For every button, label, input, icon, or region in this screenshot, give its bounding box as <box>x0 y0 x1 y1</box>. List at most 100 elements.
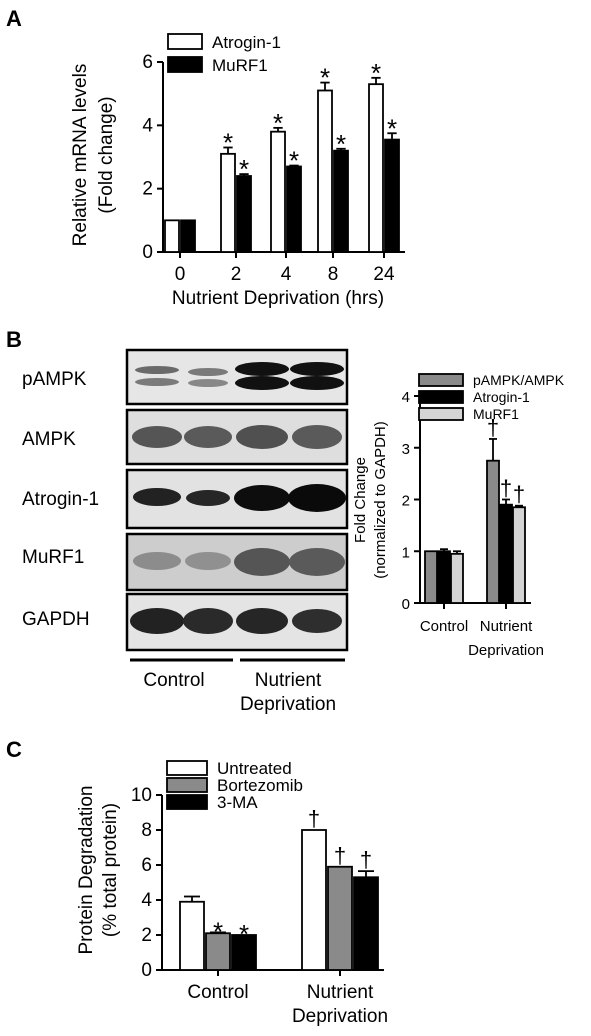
legend-swatch <box>418 390 464 404</box>
bar <box>450 552 464 604</box>
significance-mark: * <box>371 58 381 88</box>
y-axis-label: Relative mRNA levels <box>70 64 91 247</box>
x-tick-label: 2 <box>231 264 242 285</box>
band <box>184 426 232 448</box>
blot-group-deprivation: Deprivation <box>240 694 336 715</box>
bar <box>512 506 526 604</box>
legend-swatch <box>418 373 464 387</box>
band <box>188 368 228 376</box>
bar <box>353 876 379 971</box>
y-tick-label: 0 <box>142 242 153 263</box>
bar <box>327 865 353 971</box>
western-blot: pAMPK AMPK Atrogin-1 MuRF1 GAPDH <box>22 348 349 715</box>
band <box>235 362 289 376</box>
blot-label-murf1: MuRF1 <box>22 547 84 568</box>
legend-label: pAMPK/AMPK <box>473 372 565 388</box>
y-tick-label: 4 <box>141 890 152 911</box>
y-tick-label: 2 <box>142 179 153 200</box>
bar <box>286 165 302 253</box>
y-tick-label: 0 <box>402 596 410 613</box>
band <box>133 488 181 506</box>
y-tick-label: 6 <box>141 855 152 876</box>
y-tick-label: 0 <box>141 960 152 981</box>
band <box>288 484 346 512</box>
band <box>234 485 290 511</box>
y-tick-label: 6 <box>142 52 153 73</box>
band <box>188 379 228 387</box>
band <box>236 608 288 634</box>
x-tick-label: 0 <box>175 264 186 285</box>
blot-label-pampk: pAMPK <box>22 369 87 390</box>
x-tick-label: Nutrient <box>307 982 374 1003</box>
band <box>290 362 344 376</box>
significance-mark: * <box>213 916 223 946</box>
y-tick-label: 10 <box>131 785 152 806</box>
band <box>185 552 231 570</box>
significance-mark: † <box>513 482 525 507</box>
bar <box>301 829 327 971</box>
blot-group-nutrient: Nutrient <box>255 670 322 691</box>
band <box>133 552 181 570</box>
significance-mark: * <box>336 129 346 159</box>
x-tick-label: Deprivation <box>468 642 544 659</box>
bar <box>205 932 231 971</box>
band <box>289 548 345 576</box>
bar <box>231 934 257 971</box>
bar <box>499 503 513 604</box>
x-tick-label: 4 <box>281 264 292 285</box>
band <box>292 609 342 633</box>
significance-mark: * <box>223 128 233 158</box>
significance-mark: * <box>239 919 249 949</box>
x-tick-label: Deprivation <box>292 1006 388 1027</box>
legend-swatch <box>166 777 208 793</box>
bands-gapdh <box>130 608 342 634</box>
band <box>130 608 184 634</box>
legend-swatch <box>166 794 208 810</box>
band <box>235 376 289 390</box>
band <box>290 376 344 390</box>
bar <box>486 459 500 604</box>
x-tick-label: Nutrient <box>480 618 533 635</box>
panel-label-c: C <box>6 737 22 762</box>
y-tick-label: 4 <box>142 115 153 136</box>
y-axis-label: Protein Degradation <box>76 786 97 955</box>
significance-mark: † <box>360 847 372 872</box>
bands-murf1 <box>133 548 345 576</box>
panel-label-a: A <box>6 6 22 31</box>
bar <box>368 83 384 253</box>
bar <box>180 219 196 253</box>
blot-label-atrogin: Atrogin-1 <box>22 489 99 510</box>
significance-mark: * <box>387 113 397 143</box>
legend-label: MuRF1 <box>473 406 519 422</box>
band <box>183 608 233 634</box>
blot-group-control: Control <box>143 670 204 691</box>
bar <box>384 138 400 253</box>
significance-mark: * <box>273 108 283 138</box>
legend-swatch <box>418 407 464 421</box>
y-tick-label: 3 <box>402 441 410 458</box>
bar <box>164 219 180 253</box>
legend-swatch <box>167 33 203 50</box>
band <box>135 378 179 386</box>
band <box>135 366 179 374</box>
blot-label-ampk: AMPK <box>22 429 76 450</box>
y-tick-label: 8 <box>141 820 152 841</box>
bands-pampk <box>135 362 344 390</box>
bar <box>437 550 451 604</box>
band <box>236 425 288 449</box>
bar <box>179 900 205 971</box>
bands-atrogin <box>133 484 346 512</box>
band <box>234 548 290 576</box>
legend-label: Atrogin-1 <box>212 33 281 52</box>
significance-mark: * <box>289 146 299 176</box>
significance-mark: † <box>500 476 512 501</box>
bands-ampk <box>132 425 342 449</box>
bar <box>220 152 236 253</box>
blot-label-gapdh: GAPDH <box>22 609 90 630</box>
legend-label: MuRF1 <box>212 56 268 75</box>
significance-mark: * <box>320 63 330 93</box>
